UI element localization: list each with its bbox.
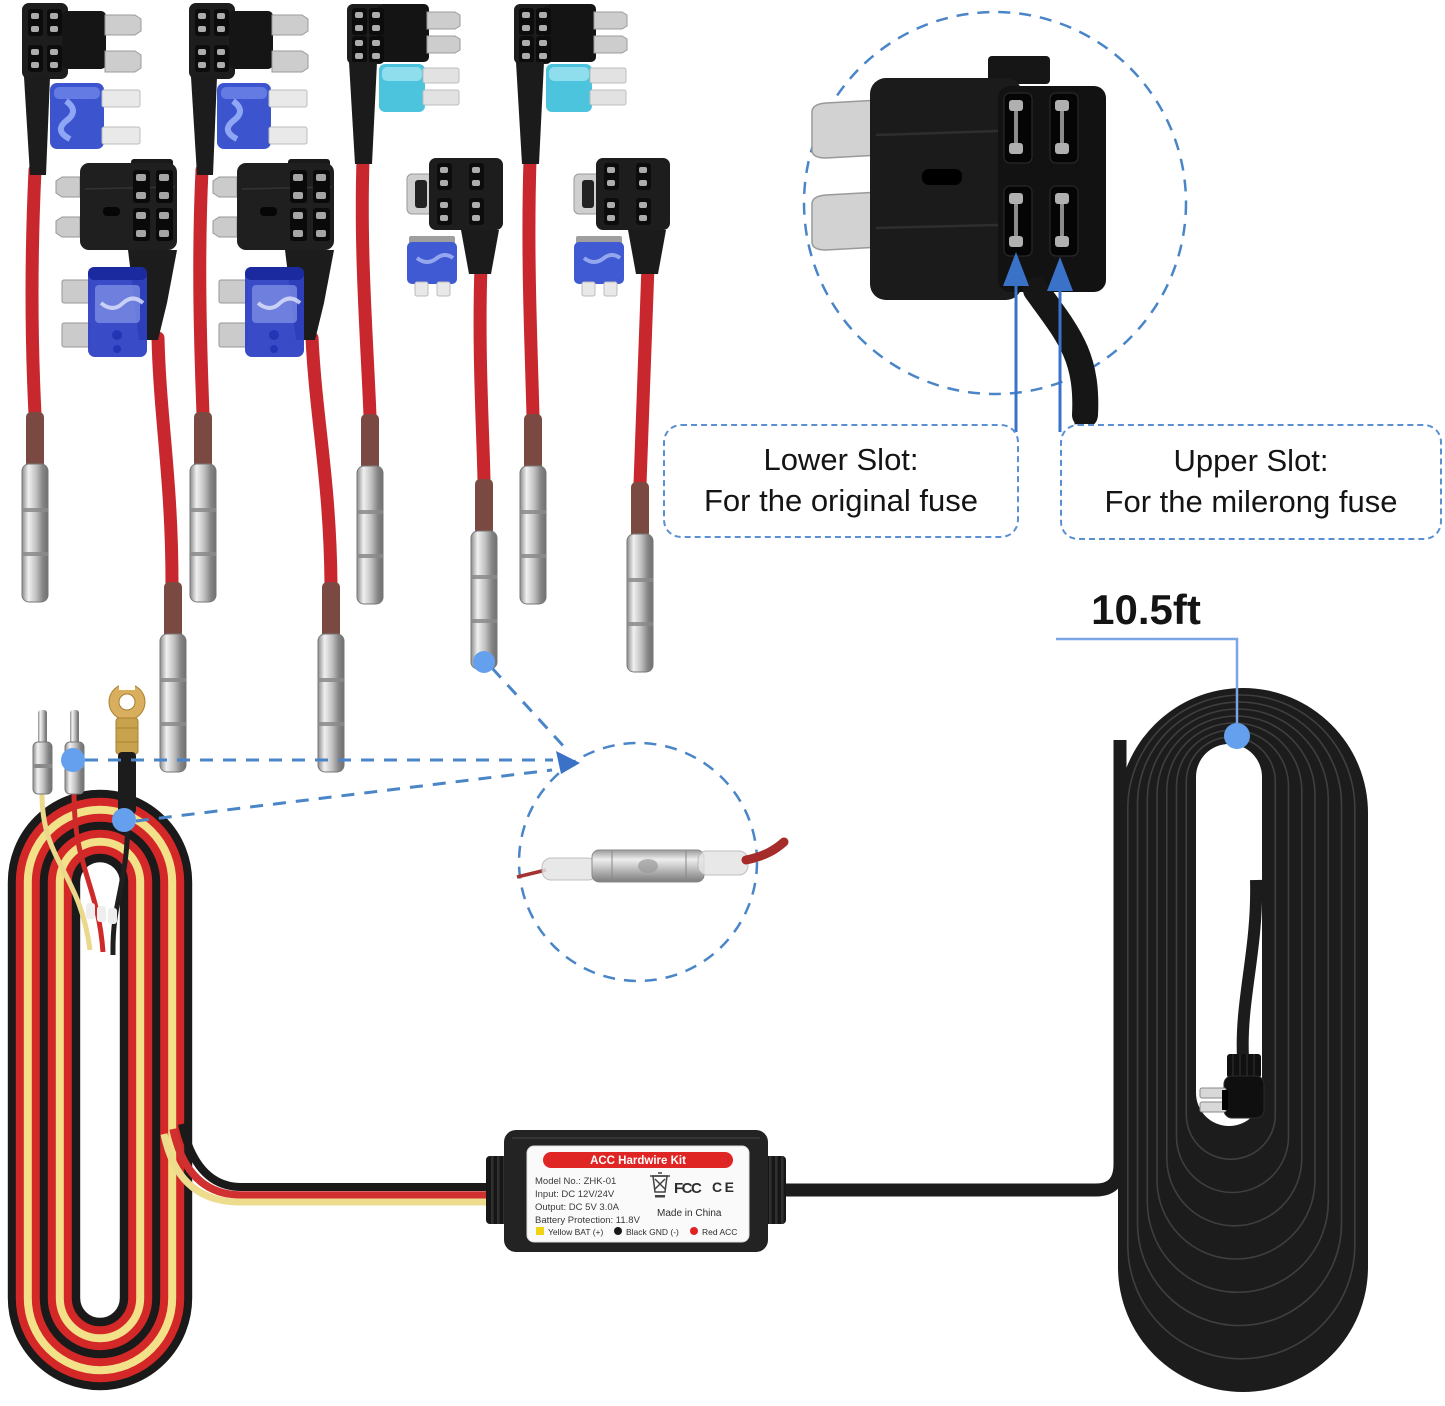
fuse-tap-detail-circle xyxy=(802,10,1188,468)
wire-terminal xyxy=(519,413,547,605)
tap-wire xyxy=(473,259,491,488)
splice-detail-circle xyxy=(516,741,789,983)
output-cable-coil xyxy=(786,688,1368,1392)
bat-wire-yellow xyxy=(160,1133,492,1206)
hardwire-cable-coil-left xyxy=(7,789,492,1391)
tap-wire xyxy=(633,259,655,491)
wire-terminal xyxy=(21,411,49,603)
tap-wire xyxy=(522,153,540,423)
acc-wire-red xyxy=(169,1128,492,1199)
wire-terminal xyxy=(317,581,345,773)
label-model: Model No.: ZHK-01 xyxy=(535,1176,616,1187)
legend-swatch-yellow xyxy=(536,1227,544,1235)
fork-ground-terminal xyxy=(108,676,146,814)
legend-label-red: Red ACC xyxy=(702,1227,737,1237)
fuse-tap-set xyxy=(21,3,670,773)
wire-terminal xyxy=(626,481,654,673)
slot-pointer-arrows xyxy=(1003,252,1073,432)
leader-arrowhead xyxy=(556,751,580,774)
lower-slot-arrow xyxy=(1003,252,1029,286)
fuse-tap-low-profile-2 xyxy=(574,158,670,296)
fuse-tap-micro2-1 xyxy=(347,4,460,164)
tap-blade xyxy=(811,191,881,251)
wire-terminal xyxy=(356,413,384,605)
fuse-tap-low-profile-1 xyxy=(407,158,503,296)
splice-leader-lines xyxy=(85,666,580,823)
tap-wire xyxy=(355,153,377,423)
gnd-wire-black xyxy=(178,1123,492,1191)
fuse-tap-ato-1 xyxy=(56,159,177,357)
marker-dot-ground-lead xyxy=(112,808,136,832)
bullet-terminal-yellow xyxy=(32,710,53,795)
fuse-tap-mini-1 xyxy=(22,3,141,175)
label-output: Output: DC 5V 3.0A xyxy=(535,1202,620,1213)
legend-swatch-black xyxy=(614,1227,622,1235)
tap-wire xyxy=(193,163,210,421)
tap-blade xyxy=(811,99,881,159)
upper-slot-arrow xyxy=(1047,257,1073,291)
cable-length-label: 10.5ft xyxy=(1091,586,1201,633)
label-title: ACC Hardwire Kit xyxy=(590,1155,686,1167)
tap-wire xyxy=(151,331,179,591)
product-label xyxy=(526,1145,750,1243)
lower-slot-line2: For the original fuse xyxy=(704,483,978,518)
fuse-tap-ato-2 xyxy=(213,159,334,357)
output-cable-run xyxy=(786,740,1127,1197)
callout-lower-slot: Lower Slot: For the original fuse xyxy=(663,424,1019,538)
label-title-bar xyxy=(543,1152,733,1168)
yellow-bat-lead xyxy=(39,793,93,951)
red-acc-lead xyxy=(71,793,106,953)
marker-dot-terminal xyxy=(61,748,85,772)
legend-swatch-red xyxy=(690,1227,698,1235)
upper-slot-line1: Upper Slot: xyxy=(1173,443,1329,479)
hardwire-kit-box: ACC Hardwire Kit Model No.: ZHK-01 Input… xyxy=(486,1130,786,1252)
label-input: Input: DC 12V/24V xyxy=(535,1189,615,1200)
upper-slot-line2: For the milerong fuse xyxy=(1104,484,1398,519)
tap-wire xyxy=(25,163,42,421)
black-gnd-lead xyxy=(110,811,131,956)
lower-slot-line1: Lower Slot: xyxy=(763,442,919,478)
marker-dot-cable xyxy=(1224,723,1250,749)
ce-mark: CE xyxy=(712,1179,736,1195)
marker-dots xyxy=(61,651,1250,832)
weee-bin-icon xyxy=(650,1172,670,1198)
tap-wire xyxy=(305,331,338,591)
mini-usb-connector xyxy=(1199,1054,1265,1119)
fuse-tap-micro2-2 xyxy=(514,4,627,164)
wire-terminal xyxy=(159,581,187,773)
wire-terminal xyxy=(189,411,217,603)
fcc-mark: FCC xyxy=(674,1180,702,1197)
legend-label-yellow: Yellow BAT (+) xyxy=(548,1227,604,1237)
legend-label-black: Black GND (-) xyxy=(626,1227,679,1237)
wire-color-legend: Yellow BAT (+) Black GND (-) Red ACC xyxy=(536,1227,737,1237)
fuse-tap-mini-2 xyxy=(189,3,308,175)
cable-length-annotation: 10.5ft xyxy=(1056,586,1239,724)
wire-terminal xyxy=(470,478,498,670)
made-in-label: Made in China xyxy=(657,1208,722,1219)
callout-upper-slot: Upper Slot: For the milerong fuse xyxy=(1060,424,1442,540)
marker-dot-tap-terminal xyxy=(473,651,495,673)
label-battery: Battery Protection: 11.8V xyxy=(535,1215,641,1226)
